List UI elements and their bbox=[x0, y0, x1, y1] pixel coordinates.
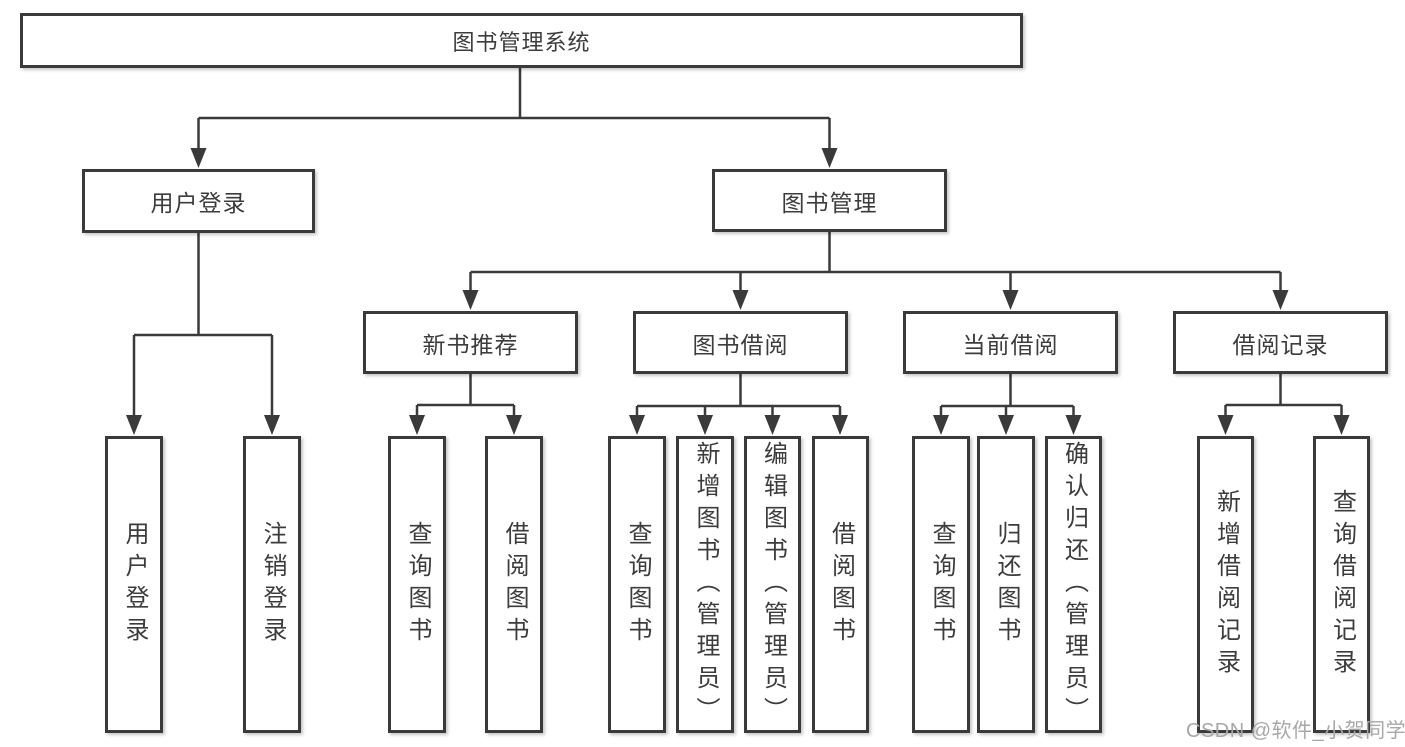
arrow-down-icon bbox=[697, 415, 713, 435]
node-label: 查询借阅记录 bbox=[1328, 488, 1356, 681]
node-current-borrow: 当前借阅 bbox=[903, 311, 1118, 374]
arrow-down-icon bbox=[1065, 415, 1082, 435]
node-library-management-system: 图书管理系统 bbox=[20, 13, 1023, 68]
leaf-confirm-return-admin: 确认归还（管理员） bbox=[1045, 436, 1102, 733]
leaf-query-books-current: 查询图书 bbox=[912, 436, 970, 733]
connector-book-borrow bbox=[635, 374, 842, 418]
leaf-add-books-admin: 新增图书（管理员） bbox=[676, 436, 734, 733]
arrow-down-icon bbox=[832, 415, 848, 435]
connector-root bbox=[197, 68, 831, 150]
connector-book-management bbox=[469, 232, 1282, 292]
arrow-down-icon bbox=[126, 415, 142, 435]
arrow-down-icon bbox=[1333, 415, 1350, 435]
node-book-borrow: 图书借阅 bbox=[633, 311, 848, 374]
arrow-down-icon bbox=[409, 415, 425, 435]
node-label: 注销登录 bbox=[259, 520, 286, 649]
arrow-down-icon bbox=[1217, 415, 1234, 435]
connector-borrow-records bbox=[1224, 374, 1343, 418]
node-label: 确认归还（管理员） bbox=[1060, 440, 1088, 729]
node-label: 归还图书 bbox=[993, 520, 1020, 649]
node-book-management: 图书管理 bbox=[712, 169, 947, 232]
node-label: 新增图书（管理员） bbox=[692, 440, 719, 729]
node-borrow-records: 借阅记录 bbox=[1173, 311, 1388, 374]
arrow-down-icon bbox=[998, 415, 1014, 435]
leaf-borrow-books-recommend: 借阅图书 bbox=[485, 436, 543, 733]
watermark: CSDN @软件_小贺同学 bbox=[1186, 720, 1405, 742]
node-label: 借阅记录 bbox=[1232, 331, 1329, 358]
arrow-down-icon bbox=[764, 415, 781, 435]
node-new-book-recommend: 新书推荐 bbox=[363, 311, 578, 374]
arrow-down-icon bbox=[1272, 290, 1289, 310]
arrow-down-icon bbox=[933, 415, 949, 435]
leaf-return-books: 归还图书 bbox=[977, 436, 1035, 733]
node-label: 图书管理 bbox=[781, 189, 878, 216]
leaf-query-borrow-record: 查询借阅记录 bbox=[1313, 436, 1370, 733]
node-label: 借阅图书 bbox=[501, 520, 528, 649]
leaf-logout-login: 注销登录 bbox=[243, 436, 301, 733]
node-label: 图书借阅 bbox=[692, 331, 789, 358]
node-label: 新增借阅记录 bbox=[1212, 488, 1240, 681]
arrow-down-icon bbox=[506, 415, 522, 435]
node-label: 当前借阅 bbox=[962, 331, 1059, 358]
arrow-down-icon bbox=[732, 290, 749, 310]
node-label: 编辑图书（管理员） bbox=[759, 440, 787, 729]
node-label: 查询图书 bbox=[624, 520, 651, 649]
node-label: 用户登录 bbox=[150, 190, 247, 216]
arrow-down-icon bbox=[629, 415, 645, 435]
leaf-query-books-recommend: 查询图书 bbox=[388, 436, 446, 733]
node-label: 图书管理系统 bbox=[452, 29, 591, 55]
leaf-user-login: 用户登录 bbox=[105, 436, 163, 733]
node-label: 新书推荐 bbox=[422, 331, 519, 358]
leaf-query-books-borrow: 查询图书 bbox=[608, 436, 666, 733]
node-label: 查询图书 bbox=[928, 520, 955, 649]
node-label: 借阅图书 bbox=[827, 520, 855, 649]
arrow-down-icon bbox=[264, 415, 280, 435]
node-label: 查询图书 bbox=[404, 520, 431, 649]
arrow-down-icon bbox=[462, 290, 479, 310]
leaf-add-borrow-record: 新增借阅记录 bbox=[1197, 436, 1254, 733]
arrow-down-icon bbox=[190, 148, 207, 168]
node-user-login: 用户登录 bbox=[82, 169, 315, 233]
connector-user-login bbox=[132, 233, 274, 417]
node-label: 用户登录 bbox=[121, 520, 148, 649]
arrow-down-icon bbox=[821, 148, 838, 168]
connector-new-book-recommend bbox=[415, 374, 516, 417]
connector-current-borrow bbox=[939, 374, 1075, 418]
leaf-borrow-books: 借阅图书 bbox=[812, 436, 869, 733]
leaf-edit-books-admin: 编辑图书（管理员） bbox=[744, 436, 801, 733]
arrow-down-icon bbox=[1002, 290, 1019, 310]
